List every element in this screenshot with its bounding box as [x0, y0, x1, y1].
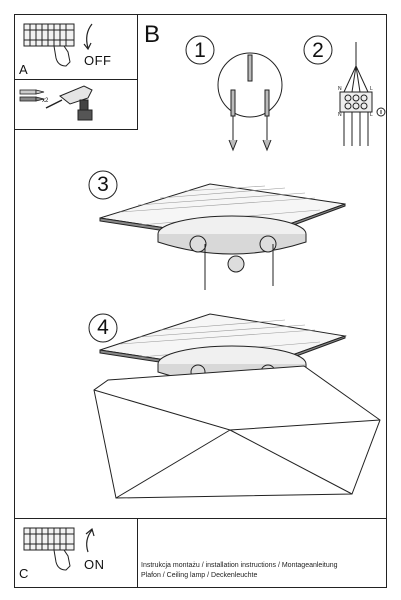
instruction-sheet: [14, 14, 387, 588]
terminal-label-l-1: L: [370, 86, 373, 92]
step-4-circle: [88, 313, 118, 343]
step-4-number: 4: [97, 316, 109, 339]
caption: Instrukcja montażu / installation instru…: [141, 561, 338, 580]
step-3-sockets: [189, 235, 277, 290]
panel-a-letter: A: [19, 62, 28, 77]
step-1-mounting-screws: [228, 54, 272, 152]
hand-icon: [53, 45, 71, 67]
panel-c-power-on: [14, 518, 138, 588]
step-1-number: 1: [194, 39, 206, 62]
fuse-box-icon: [23, 23, 75, 47]
panel-c-letter: C: [19, 566, 29, 581]
step-1-circle: [185, 35, 283, 118]
panel-a-power-off: [14, 14, 138, 80]
power-off-label: OFF: [84, 53, 112, 68]
caption-line-2: Plafon / Ceiling lamp / Deckenleuchte: [141, 571, 258, 579]
step-2-number: 2: [312, 39, 324, 62]
step-3-circle: [88, 170, 118, 200]
terminal-block-icon: [339, 42, 373, 146]
panel-b-letter: B: [144, 21, 161, 48]
terminal-label-n-1: N: [338, 86, 342, 92]
drill-icon: [45, 85, 93, 121]
fuse-box-icon: [23, 527, 75, 551]
hand-icon: [53, 549, 71, 571]
terminal-label-n-2: N: [338, 112, 342, 118]
hexagon-shade: [93, 365, 381, 499]
caption-line-1: Instrukcja montażu / installation instru…: [141, 562, 338, 569]
arrow-down-icon: [83, 23, 93, 51]
tools-multiplier: x2: [42, 98, 49, 104]
screw-anchor-icon: [19, 89, 45, 102]
ground-icon: [376, 107, 386, 117]
power-on-label: ON: [84, 557, 105, 572]
step-2-circle: [303, 35, 333, 65]
panel-tools: [14, 80, 138, 130]
step-3-number: 3: [97, 173, 109, 196]
terminal-label-l-2: L: [370, 112, 373, 118]
caption-divider: [138, 518, 387, 519]
arrow-up-icon: [85, 527, 95, 553]
